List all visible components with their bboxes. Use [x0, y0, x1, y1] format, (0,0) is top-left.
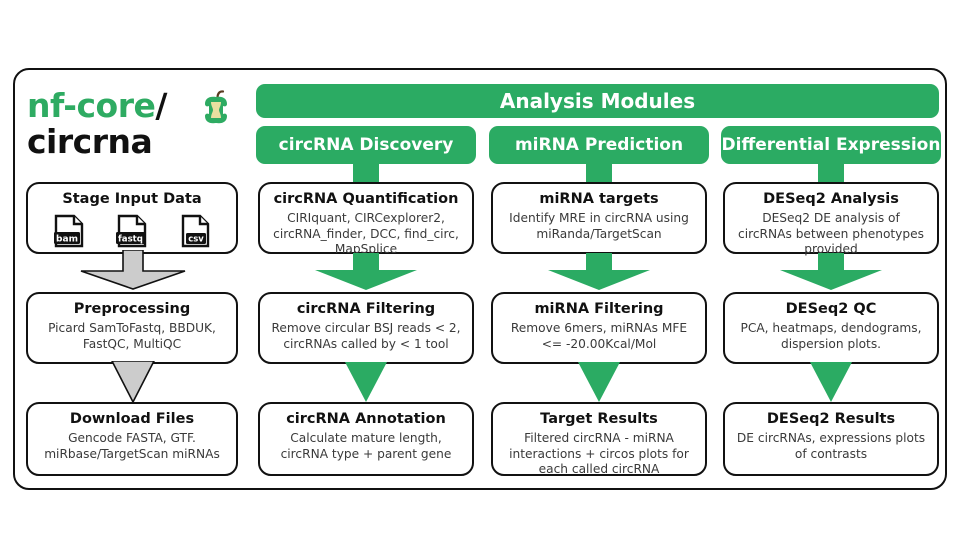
box-target-results: Target Results Filtered circRNA - miRNA …: [491, 402, 707, 476]
box-title: DESeq2 Results: [766, 411, 896, 427]
arrow-quantification-to-filtering: [306, 253, 426, 291]
arrow-filtering-to-annotation: [326, 362, 406, 403]
box-title: Preprocessing: [73, 301, 191, 317]
box-circrna-quantification: circRNA Quantification CIRIquant, CIRCex…: [258, 182, 474, 256]
logo-pipeline-name: circrna: [27, 122, 153, 161]
box-title: circRNA Quantification: [273, 191, 459, 207]
box-description: PCA, heatmaps, dendograms, dispersion pl…: [740, 321, 922, 351]
box-description: Picard SamToFastq, BBDUK, FastQC, MultiQ…: [48, 321, 216, 351]
file-bam-icon: bam: [54, 214, 84, 248]
box-deseq2-qc: DESeq2 QC PCA, heatmaps, dendograms, dis…: [723, 292, 939, 364]
box-circrna-annotation: circRNA Annotation Calculate mature leng…: [258, 402, 474, 476]
box-title: miRNA targets: [539, 191, 659, 207]
box-description: Filtered circRNA - miRNA interactions + …: [509, 431, 689, 476]
box-description: Remove circular BSJ reads < 2, circRNAs …: [271, 321, 461, 351]
input-file-icons: bam fastq csv: [38, 213, 226, 249]
logo-line-1: nf-core/: [27, 88, 242, 124]
box-description: Gencode FASTA, GTF. miRbase/TargetScan m…: [44, 431, 220, 461]
module-tab-differential-expression[interactable]: Differential Expression: [721, 126, 941, 164]
box-title: Download Files: [69, 411, 195, 427]
box-title: DESeq2 QC: [785, 301, 877, 317]
arrow-deseq2-analysis-to-qc: [771, 253, 891, 291]
analysis-modules-header: Analysis Modules: [256, 84, 939, 118]
box-title: circRNA Annotation: [286, 411, 446, 427]
box-description: Remove 6mers, miRNAs MFE <= -20.00Kcal/M…: [510, 321, 688, 351]
box-deseq2-analysis: DESeq2 Analysis DESeq2 DE analysis of ci…: [723, 182, 939, 256]
connector-stub-discovery: [353, 163, 379, 183]
arrow-targets-to-mirna-filtering: [539, 253, 659, 291]
file-fastq-icon: fastq: [116, 214, 147, 248]
box-title: Target Results: [540, 411, 658, 427]
box-description: DE circRNAs, expressions plots of contra…: [736, 431, 926, 461]
module-tab-circrna-discovery[interactable]: circRNA Discovery: [256, 126, 476, 164]
nf-core-apple-icon: [205, 90, 227, 124]
box-description: DESeq2 DE analysis of circRNAs between p…: [738, 211, 924, 256]
module-tab-mirna-prediction[interactable]: miRNA Prediction: [489, 126, 709, 164]
nf-core-logo: nf-core/ circrna: [27, 88, 242, 170]
box-title: DESeq2 Analysis: [763, 191, 899, 207]
box-title: circRNA Filtering: [296, 301, 436, 317]
svg-text:fastq: fastq: [118, 234, 143, 244]
svg-text:bam: bam: [56, 234, 78, 244]
svg-text:csv: csv: [188, 234, 204, 244]
logo-nf-core-text: nf-core: [27, 86, 156, 125]
box-deseq2-results: DESeq2 Results DE circRNAs, expressions …: [723, 402, 939, 476]
arrow-mirna-filtering-to-results: [559, 362, 639, 403]
arrow-input-to-preprocessing: [73, 250, 193, 290]
box-download-files: Download Files Gencode FASTA, GTF. miRba…: [26, 402, 238, 476]
box-description: Calculate mature length, circRNA type + …: [280, 431, 452, 461]
logo-slash: /: [155, 86, 167, 125]
connector-stub-mirna: [586, 163, 612, 183]
box-description: CIRIquant, CIRCexplorer2, circRNA_finder…: [273, 211, 459, 256]
box-mirna-filtering: miRNA Filtering Remove 6mers, miRNAs MFE…: [491, 292, 707, 364]
arrow-preprocessing-to-download: [93, 361, 173, 403]
box-circrna-filtering: circRNA Filtering Remove circular BSJ re…: [258, 292, 474, 364]
box-stage-input-data: Stage Input Data bam fastq csv: [26, 182, 238, 254]
box-description: Identify MRE in circRNA using miRanda/Ta…: [509, 211, 689, 241]
box-title: Stage Input Data: [62, 191, 202, 207]
box-mirna-targets: miRNA targets Identify MRE in circRNA us…: [491, 182, 707, 254]
box-preprocessing: Preprocessing Picard SamToFastq, BBDUK, …: [26, 292, 238, 364]
box-title: miRNA Filtering: [534, 301, 664, 317]
file-csv-icon: csv: [181, 214, 210, 248]
arrow-deseq2-qc-to-results: [791, 362, 871, 403]
connector-stub-de: [818, 163, 844, 183]
